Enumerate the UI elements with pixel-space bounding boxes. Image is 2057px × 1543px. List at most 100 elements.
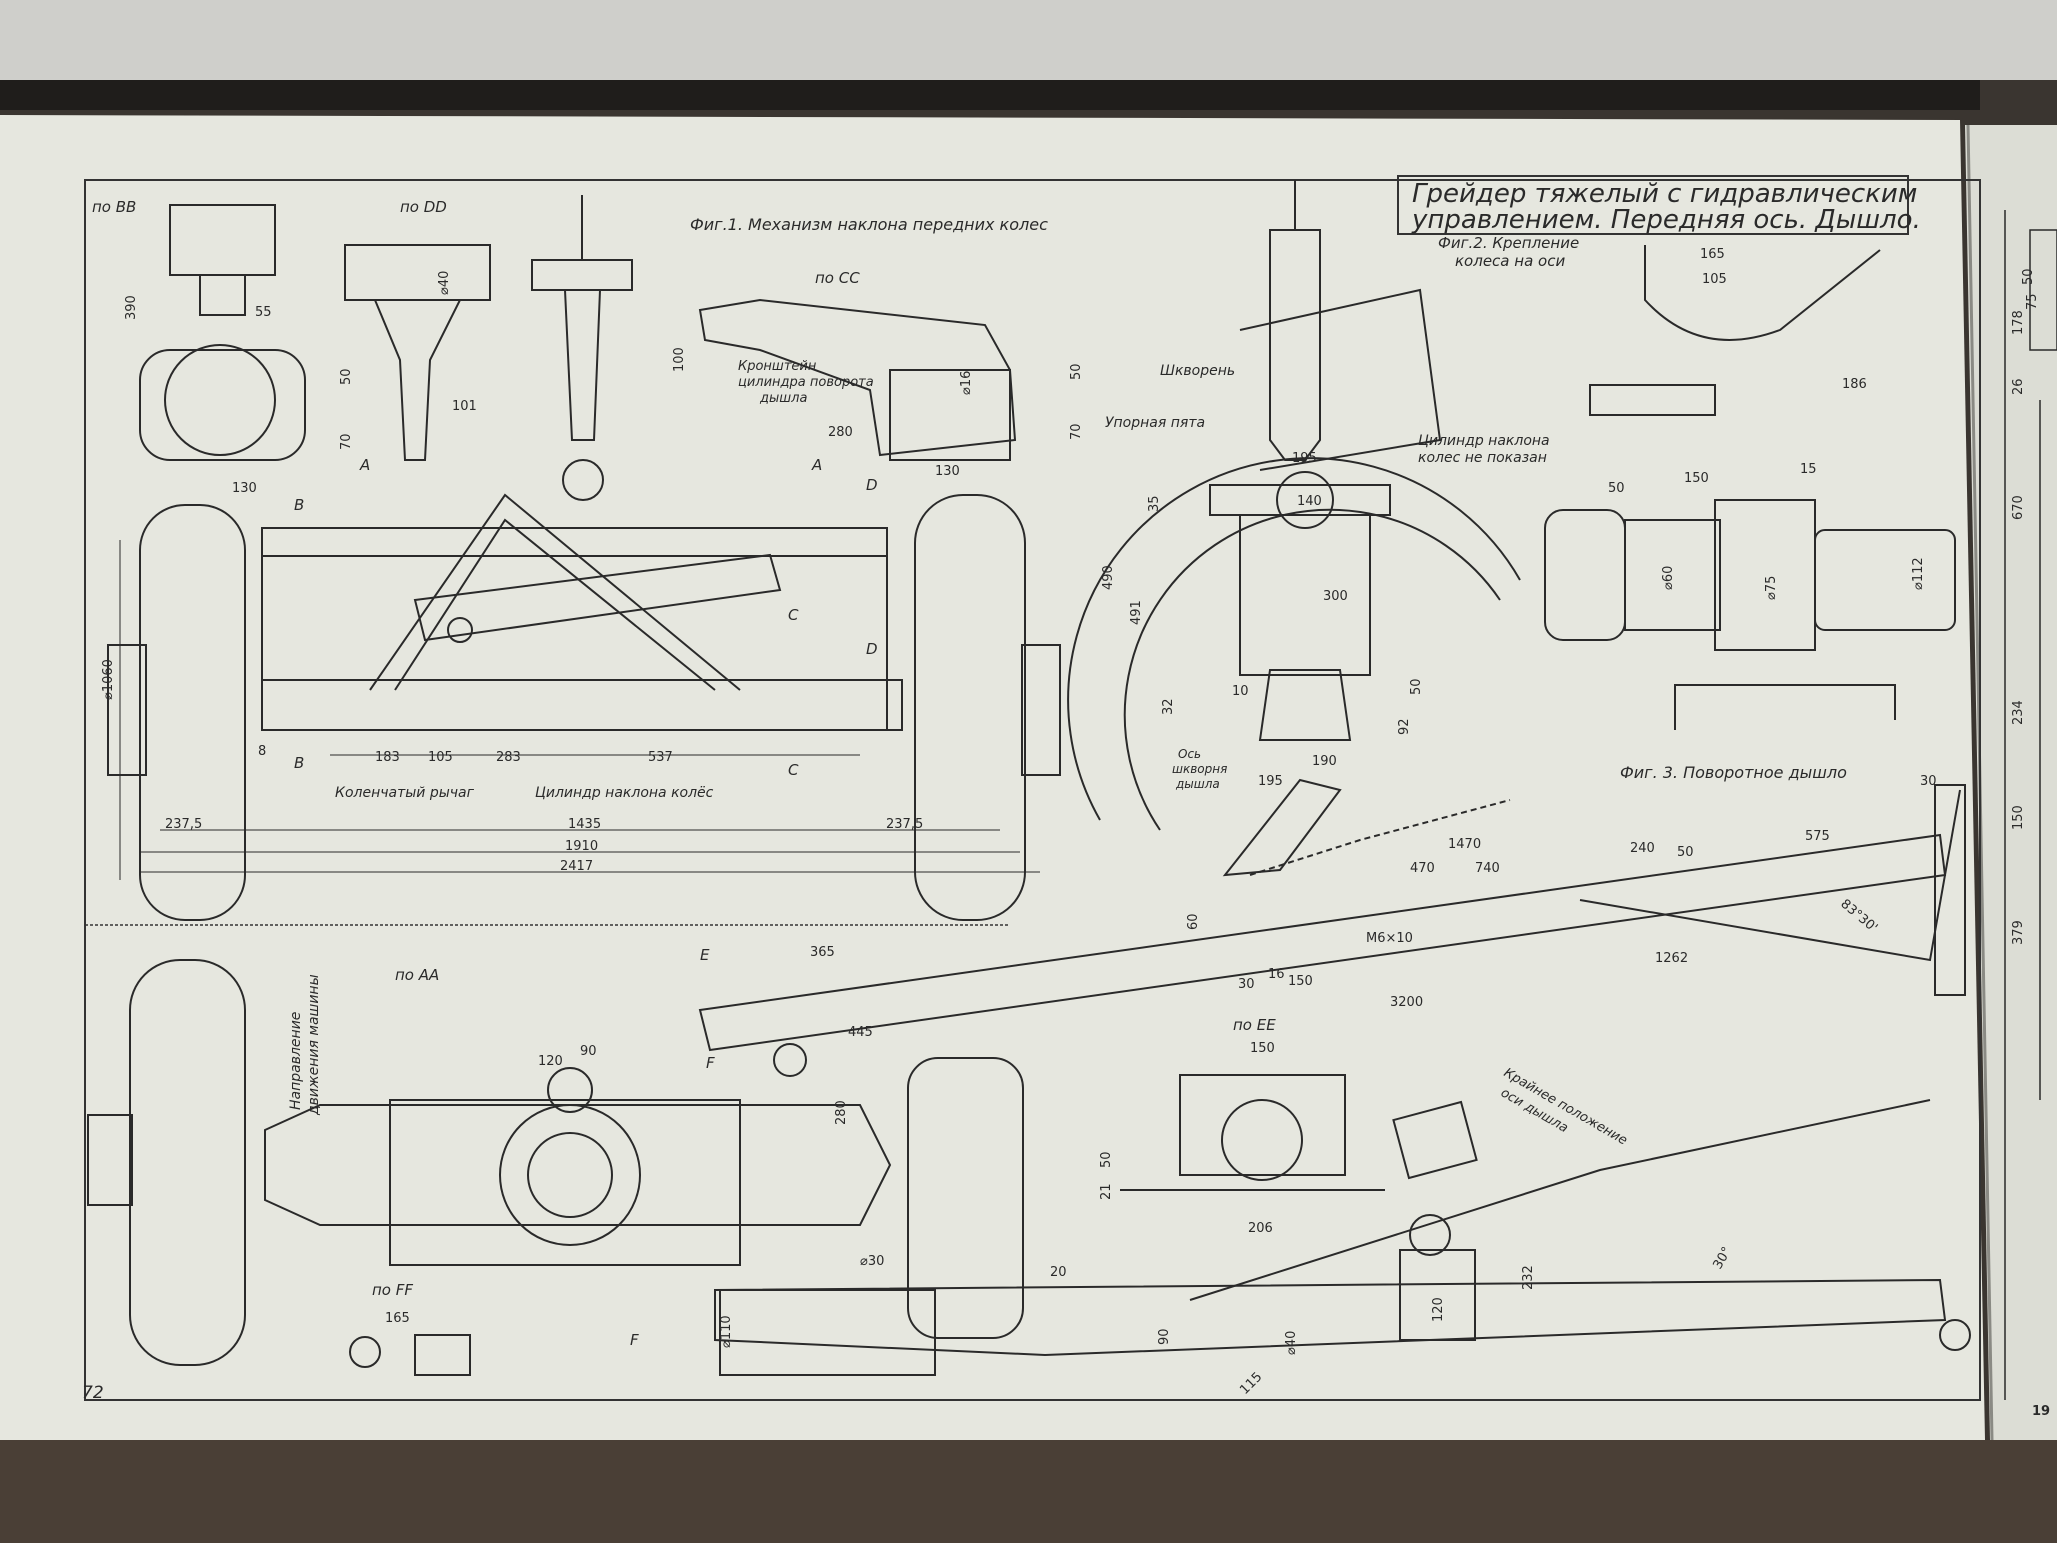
aa-center-body [389, 1099, 741, 1266]
fig2-lower [1674, 684, 1896, 730]
dim-186: 186 [1842, 377, 1867, 392]
dim-575: 575 [1805, 829, 1830, 844]
lower-cylinder [1392, 1100, 1478, 1180]
aa-frame [264, 1104, 892, 1226]
dim-740: 740 [1475, 861, 1500, 876]
right-wheel [914, 494, 1026, 921]
dim-d60: ⌀60 [1661, 566, 1676, 590]
ff-block [414, 1334, 471, 1376]
label-tilt-cyl-2: колес не показан [1418, 450, 1547, 466]
dim-2375-left: 237,5 [165, 817, 202, 832]
label-axis-2: шкворня [1172, 762, 1227, 776]
dim-d112: ⌀112 [1911, 557, 1926, 590]
book-cover-edge [0, 80, 1980, 110]
crank-pivot [447, 617, 473, 643]
dim-90b: 90 [1157, 1328, 1172, 1345]
dim-50e: 50 [1677, 845, 1694, 860]
view-cc-label: по CC [815, 269, 860, 287]
right-dim-75: 75 [2025, 293, 2040, 310]
thrust-ball [1276, 471, 1334, 529]
dim-280b: 280 [834, 1100, 849, 1125]
right-dim-379: 379 [2011, 920, 2026, 945]
title-line-2: управлением. Передняя ось. Дышло. [1411, 205, 1921, 235]
right-dim-234: 234 [2011, 700, 2026, 725]
fig2-wheel-mount [1544, 245, 1956, 730]
dim-1435: 1435 [568, 817, 601, 832]
fig2-axle-stub [1814, 529, 1956, 631]
dim-1060: ⌀1060 [101, 659, 116, 700]
view-ee [1120, 1074, 1385, 1191]
spring-coil [1249, 799, 1511, 876]
aa-right-wheel [907, 1057, 1024, 1339]
ee-housing [1179, 1074, 1346, 1176]
aa-left-wheel [129, 959, 246, 1366]
kingpin-shaft [1269, 229, 1321, 461]
view-aa [87, 959, 1024, 1366]
label-thrust: Упорная пята [1105, 415, 1205, 431]
dim-150c: 150 [1250, 1041, 1275, 1056]
bb-neck [199, 274, 246, 316]
right-dim-26: 26 [2011, 378, 2026, 395]
dim-35: 35 [1147, 495, 1162, 512]
fig2-title-2: колеса на оси [1455, 252, 1565, 270]
dim-d30c: ⌀30 [860, 1254, 884, 1269]
bb-shaft [164, 344, 276, 456]
dim-365: 365 [810, 945, 835, 960]
dim-1910: 1910 [565, 839, 598, 854]
dim-390: 390 [124, 295, 139, 320]
dim-491: 491 [1129, 600, 1144, 625]
right-page-part [2029, 229, 2057, 351]
lower-bracket [1399, 1249, 1476, 1341]
label-axis-3: дышла [1175, 777, 1220, 791]
dim-50c: 50 [1409, 678, 1424, 695]
label-direction-1: Направление [288, 1012, 304, 1110]
dim-50b: 50 [1069, 363, 1084, 380]
dim-150a: 150 [1684, 471, 1709, 486]
label-bracket-2: цилиндра поворота [738, 375, 874, 390]
tilt-cylinder [413, 553, 782, 642]
dim-130b: 130 [935, 464, 960, 479]
section-f-bottom: F [630, 1331, 639, 1349]
dim-130a: 130 [232, 481, 257, 496]
view-dd-label: по DD [400, 198, 447, 216]
table-surface [0, 1440, 2057, 1543]
dim-150b: 150 [1288, 974, 1313, 989]
view-ff-label: по FF [372, 1281, 413, 1299]
dim-101: 101 [452, 399, 477, 414]
ff-eye [349, 1336, 381, 1368]
dim-445: 445 [848, 1025, 873, 1040]
housing [1239, 514, 1371, 676]
section-c-bottom: C [788, 761, 799, 779]
right-hub [1021, 644, 1061, 776]
extreme-axis-line [1189, 1099, 1931, 1301]
drawbar-stay [1579, 789, 1961, 962]
label-axis-1: Ось [1178, 747, 1201, 761]
dim-280a: 280 [828, 425, 853, 440]
title-block [1397, 175, 1909, 235]
wall [0, 0, 2057, 80]
fig3-drawbar [698, 778, 1971, 1376]
fig2-clamp [1589, 384, 1716, 416]
view-cc [698, 298, 1017, 461]
fig2-top-arc [1644, 245, 1881, 341]
dim-50d: 50 [1608, 481, 1625, 496]
base [1258, 669, 1352, 741]
dim-2375-right: 237,5 [886, 817, 923, 832]
dim-21: 21 [1099, 1183, 1114, 1200]
dim-8: 8 [258, 744, 266, 759]
view-ee-label: по EE [1233, 1016, 1276, 1034]
aa-left-hub [87, 1114, 133, 1206]
dim-120b: 120 [1431, 1297, 1446, 1322]
dim-232: 232 [1521, 1265, 1536, 1290]
dim-50a: 50 [339, 368, 354, 385]
dim-15: 15 [1800, 462, 1817, 477]
aa-gear-outer [499, 1104, 641, 1246]
dim-3200: 3200 [1390, 995, 1423, 1010]
dim-10: 10 [1232, 684, 1249, 699]
dim-d40: ⌀40 [437, 271, 452, 295]
dim-537: 537 [648, 750, 673, 765]
right-dim-150: 150 [2011, 805, 2026, 830]
label-bracket-3: дышла [759, 391, 807, 406]
dim-1470: 1470 [1448, 837, 1481, 852]
